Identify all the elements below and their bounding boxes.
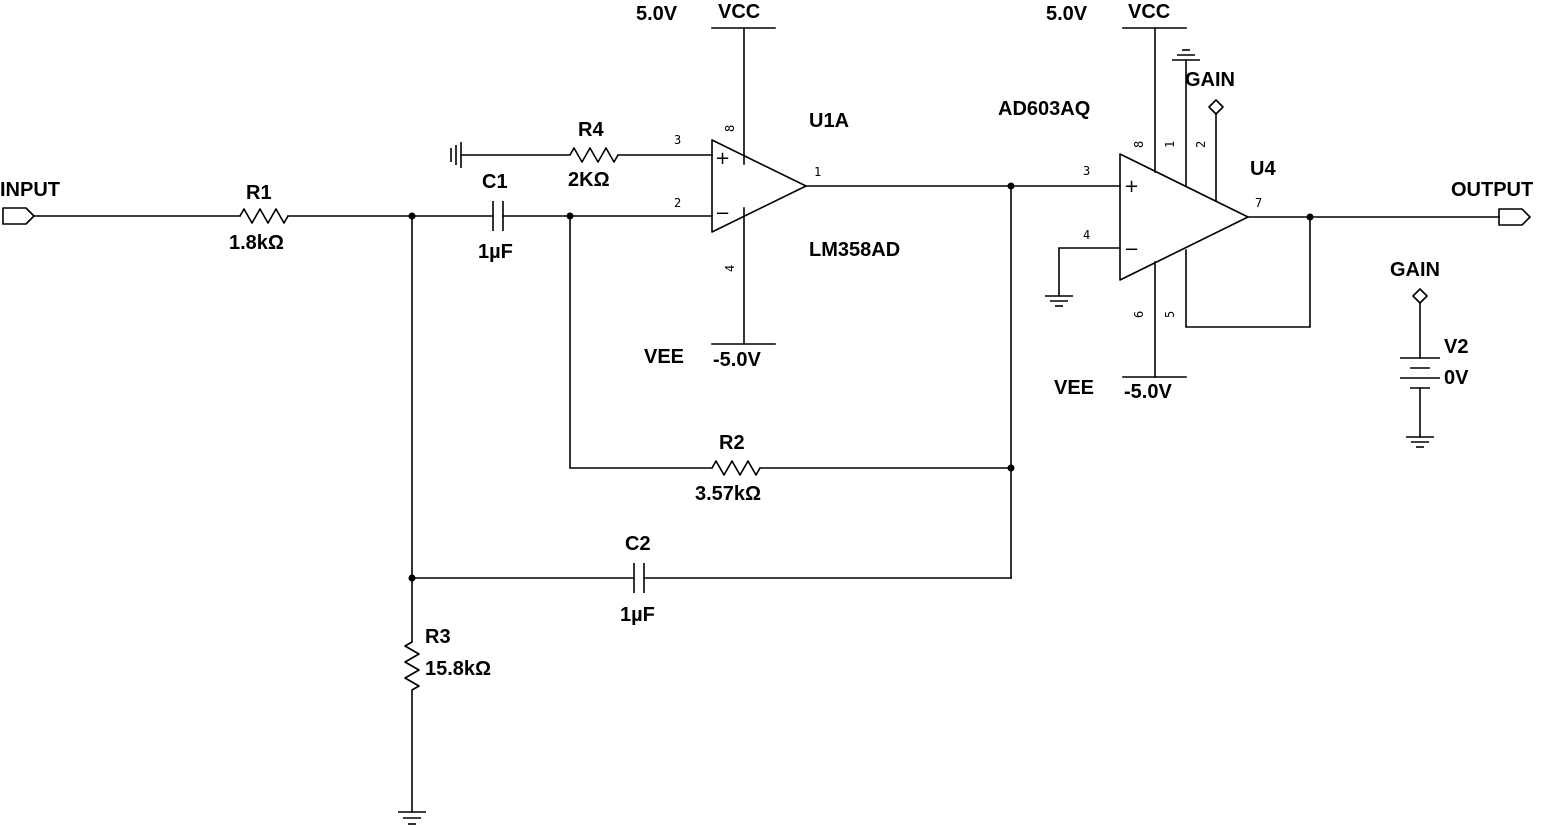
capacitor-c1[interactable]: [492, 201, 504, 231]
c2-value: 1µF: [620, 604, 655, 626]
input-label: INPUT: [0, 179, 60, 201]
r4-ref: R4: [578, 119, 604, 141]
battery-v2[interactable]: [1400, 357, 1440, 389]
u4-vee-name: VEE: [1054, 377, 1094, 399]
output-port[interactable]: [1498, 208, 1531, 226]
output-label: OUTPUT: [1451, 179, 1533, 201]
u4-part: AD603AQ: [998, 98, 1090, 120]
ground-symbol-u4: [1045, 295, 1073, 307]
gain-connector-u4[interactable]: [1208, 99, 1224, 115]
u4-vcc-name: VCC: [1128, 1, 1170, 23]
junction-dot: [1306, 213, 1314, 221]
u1a-pin-1: 1: [814, 165, 821, 179]
u4-gain-label: GAIN: [1185, 69, 1235, 91]
resistor-r3[interactable]: [404, 641, 420, 691]
wire-u4-inv-ground: [1058, 247, 1121, 297]
u1-vee-name: VEE: [644, 346, 684, 368]
capacitor-c2[interactable]: [633, 563, 645, 593]
u4-pin-7: 7: [1255, 196, 1262, 210]
u1-vcc-name: VCC: [718, 1, 760, 23]
u4-vee-value: -5.0V: [1124, 381, 1172, 403]
c1-ref: C1: [482, 171, 508, 193]
u4-ref: U4: [1250, 158, 1276, 180]
u1-vcc-value: 5.0V: [636, 3, 678, 25]
c1-value: 1µF: [478, 241, 513, 263]
junction-dot: [1007, 464, 1015, 472]
r2-value: 3.57kΩ: [695, 483, 761, 505]
u4-vcc-value: 5.0V: [1046, 3, 1088, 25]
c2-ref: C2: [625, 533, 651, 555]
u1a-ref: U1A: [809, 110, 849, 132]
r1-ref: R1: [246, 182, 272, 204]
u1-vee-value: -5.0V: [713, 349, 761, 371]
v2-ref: V2: [1444, 336, 1468, 358]
ground-symbol-v2: [1406, 436, 1434, 448]
r3-value: 15.8kΩ: [425, 658, 491, 680]
u4-pin-3: 3: [1083, 164, 1090, 178]
v2-value: 0V: [1444, 367, 1469, 389]
u4-pin-8: 8: [1132, 141, 1146, 148]
resistor-r2[interactable]: [711, 460, 761, 476]
u1a-plus-sign: +: [715, 148, 730, 169]
r2-ref: R2: [719, 432, 745, 454]
u1a-pin-3: 3: [674, 133, 681, 147]
u1a-pin-8: 8: [723, 125, 737, 132]
r3-ref: R3: [425, 626, 451, 648]
resistor-r4[interactable]: [569, 147, 619, 163]
ground-symbol-u4-pin1: [1172, 49, 1200, 61]
u1a-part: LM358AD: [809, 239, 900, 261]
u4-pin-6: 6: [1132, 311, 1146, 318]
u4-plus-sign: +: [1124, 176, 1139, 197]
u4-minus-sign: −: [1124, 239, 1139, 260]
u1a-pin-2: 2: [674, 196, 681, 210]
gain-connector-v2[interactable]: [1412, 288, 1428, 304]
u4-pin-2: 2: [1194, 141, 1208, 148]
resistor-r1[interactable]: [239, 208, 289, 224]
r1-value: 1.8kΩ: [229, 232, 284, 254]
ground-symbol-r4: [450, 142, 462, 168]
amplifier-u4[interactable]: [1119, 153, 1249, 281]
u1a-pin-4: 4: [723, 265, 737, 272]
ground-symbol-r3: [398, 811, 426, 825]
u4-pin-1: 1: [1163, 141, 1177, 148]
u1a-minus-sign: −: [715, 203, 730, 224]
wire-inv-r2: [569, 215, 713, 469]
u4-pin5-feedback-wire: [1185, 216, 1311, 328]
r4-value: 2KΩ: [568, 169, 610, 191]
u4-pin-5: 5: [1163, 311, 1177, 318]
opamp-u1a[interactable]: [711, 139, 807, 233]
u4-pin-4: 4: [1083, 228, 1090, 242]
v2-gain-label: GAIN: [1390, 259, 1440, 281]
input-port[interactable]: [2, 207, 35, 225]
